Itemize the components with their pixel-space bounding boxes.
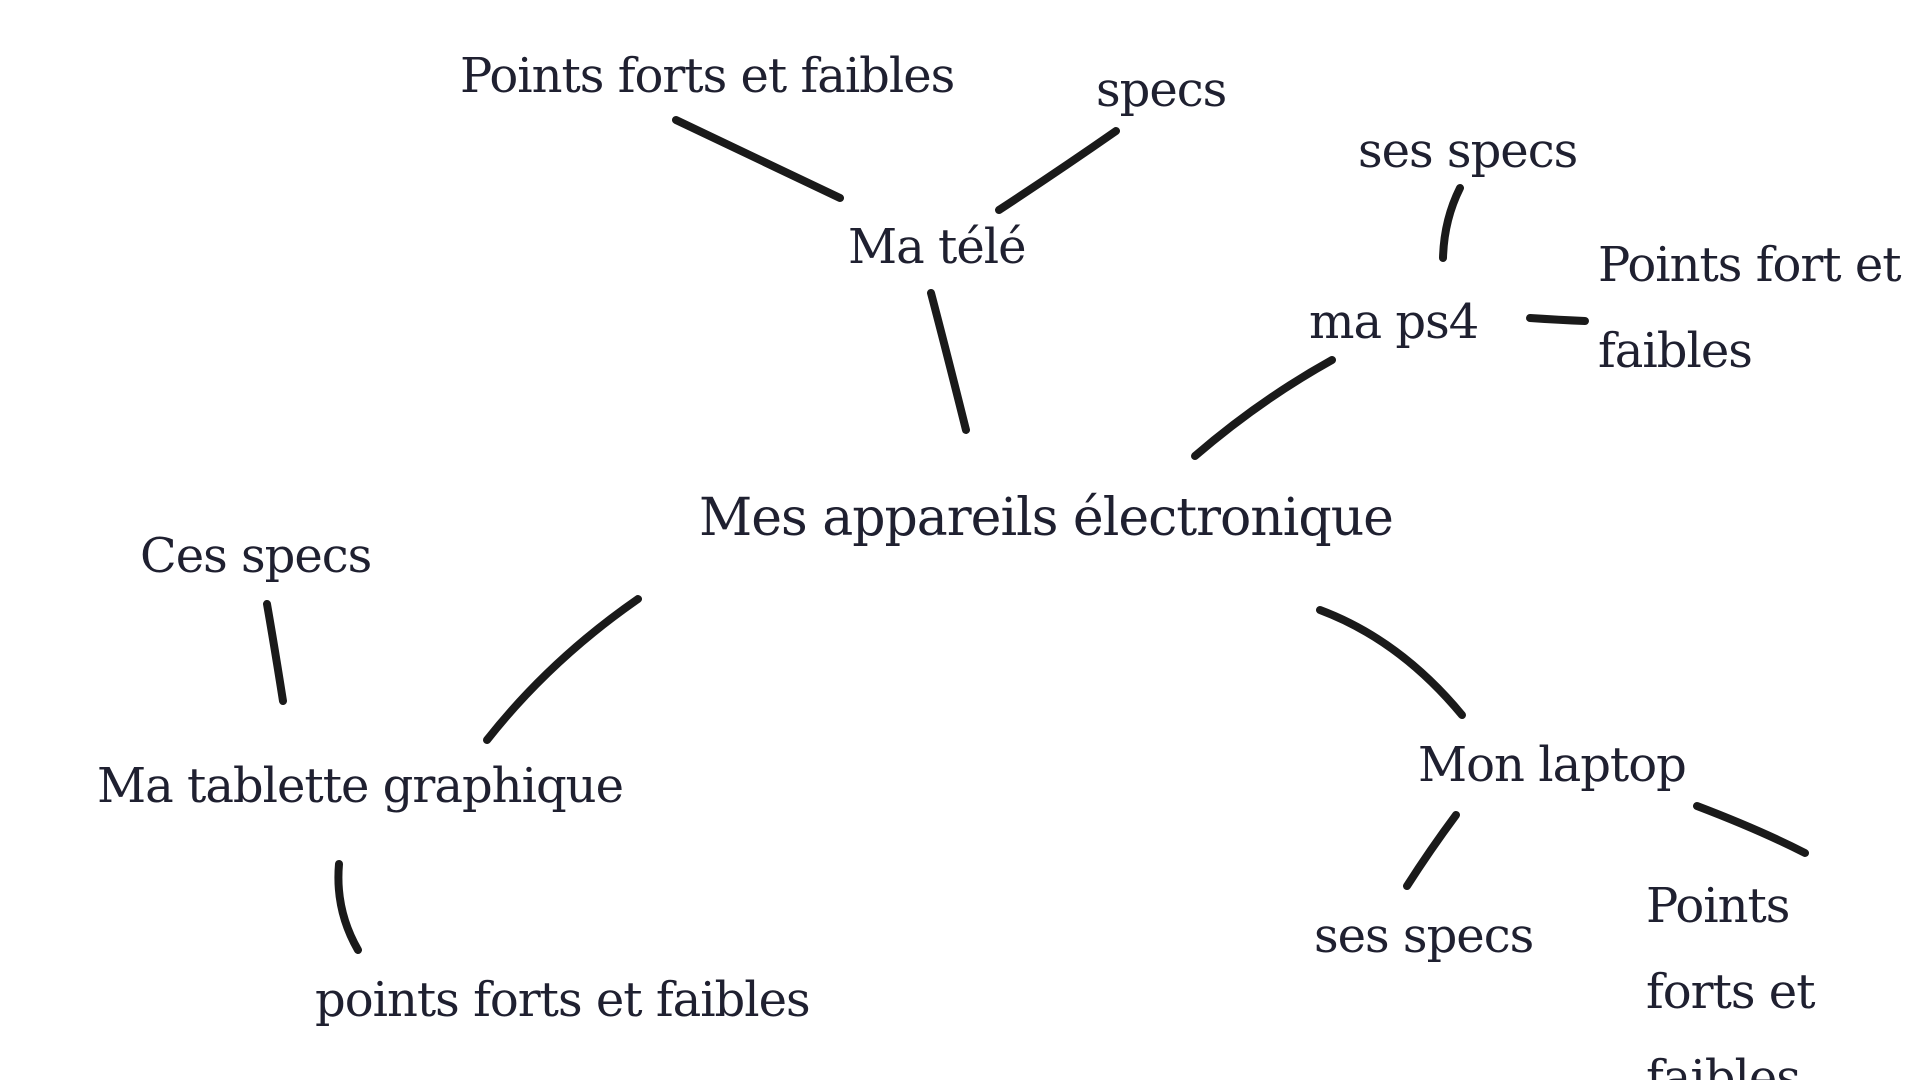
link-tele-specs (995, 127, 1120, 214)
leaf-node-tablette-specs: Ces specs (140, 528, 372, 584)
link-laptop-specs (1403, 811, 1460, 890)
link-tele-points (672, 116, 844, 202)
leaf-node-ps4-points: Points fort et faibles (1598, 222, 1918, 394)
link-center-tele (927, 289, 970, 434)
link-tablette-points (334, 860, 362, 954)
leaf-node-tablette-points: points forts et faibles (315, 972, 811, 1028)
link-ps4-specs (1439, 184, 1464, 262)
link-center-ps4 (1191, 356, 1336, 460)
link-center-laptop (1316, 606, 1466, 719)
branch-node-ps4: ma ps4 (1309, 294, 1479, 350)
leaf-node-laptop-points: Points forts et faibles (1646, 863, 1906, 1080)
leaf-node-ps4-points-text: Points fort et faibles (1598, 237, 1902, 379)
link-ps4-points (1526, 314, 1589, 325)
leaf-node-laptop-specs: ses specs (1314, 908, 1534, 964)
link-center-tablette (483, 595, 642, 744)
branch-node-tablette: Ma tablette graphique (97, 758, 624, 814)
branch-node-laptop: Mon laptop (1418, 737, 1687, 793)
leaf-node-laptop-points-text: Points forts et faibles (1646, 878, 1815, 1080)
branch-node-tele: Ma télé (848, 219, 1026, 275)
mindmap-center-node: Mes appareils électronique (699, 488, 1394, 548)
leaf-node-tele-points: Points forts et faibles (460, 48, 955, 104)
link-tablette-specs (263, 600, 287, 705)
leaf-node-ps4-specs: ses specs (1358, 123, 1578, 179)
leaf-node-tele-specs: specs (1096, 62, 1227, 118)
link-laptop-points (1693, 802, 1809, 857)
